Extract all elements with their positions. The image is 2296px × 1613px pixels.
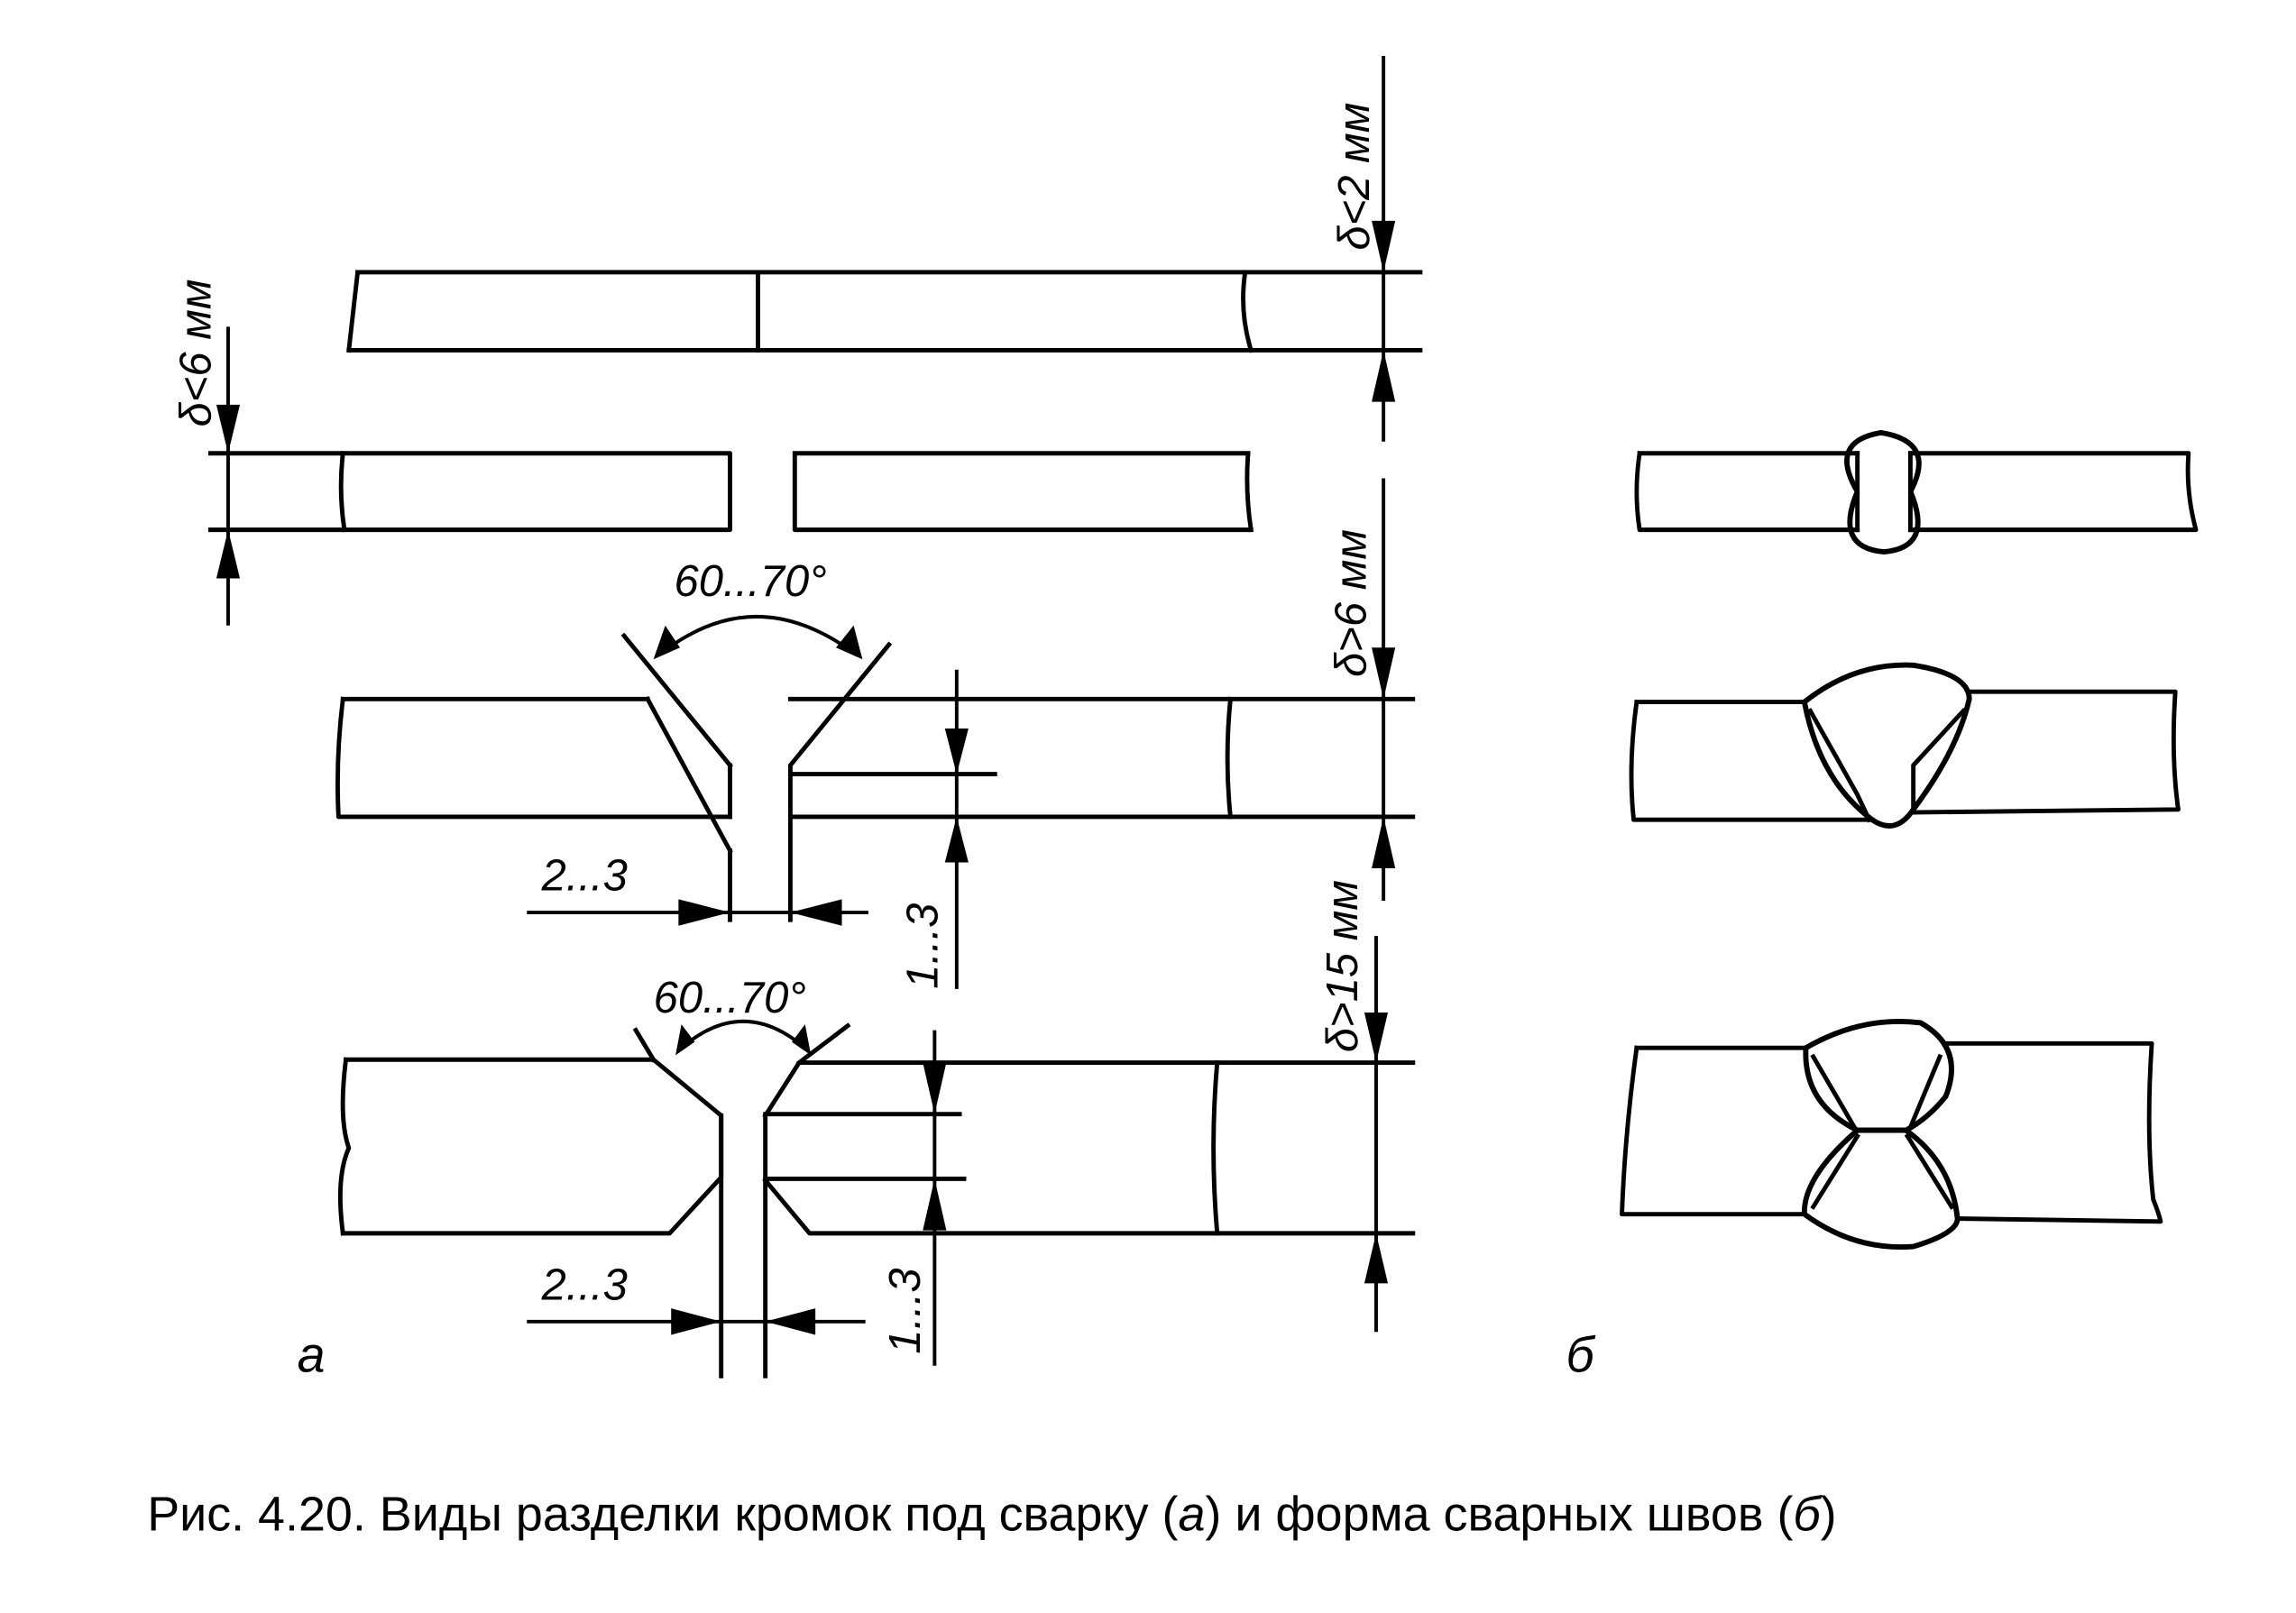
figure-caption: Рис. 4.20. Виды разделки кромок под свар…	[147, 1488, 1836, 1542]
label-v-groove-thickness: δ>6 мм	[1327, 529, 1376, 677]
caption-prefix: Рис. 4.20.	[147, 1488, 366, 1542]
weld-x-groove	[1620, 1019, 2163, 1250]
weld-v-groove	[1629, 662, 2181, 829]
label-v-groove-root-face: 1...3	[899, 903, 948, 989]
label-v-groove-gap: 2...3	[541, 852, 628, 901]
part-a-label: а	[298, 1326, 326, 1382]
dimension-v-groove-thickness: δ>6 мм	[1327, 478, 1396, 901]
caption-text: Виды разделки кромок под сварку (	[380, 1488, 1179, 1542]
dimension-square-butt: δ<6 мм	[171, 280, 241, 626]
dimension-x-groove-root-face: 1...3	[881, 1030, 947, 1366]
weld-square-butt	[1634, 429, 2199, 555]
dimension-x-groove-thickness: δ>15 мм	[1318, 880, 1389, 1333]
caption-end: )	[1821, 1488, 1837, 1542]
dimension-x-groove-gap: 2...3	[527, 1260, 866, 1335]
label-x-groove-root-face: 1...3	[881, 1268, 930, 1353]
dimension-v-groove-root-face: 1...3	[899, 669, 969, 989]
dimension-thin-butt: δ<2 мм	[1330, 56, 1396, 442]
caption-b: б	[1793, 1488, 1822, 1542]
label-thin-butt-thickness: δ<2 мм	[1330, 103, 1379, 251]
x-groove-joint: 60...70°	[337, 974, 1416, 1379]
label-square-butt-thickness: δ<6 мм	[171, 280, 220, 427]
v-groove-joint: 60...70°	[335, 557, 1416, 922]
label-v-groove-angle: 60...70°	[674, 557, 826, 606]
caption-a: а	[1178, 1488, 1205, 1542]
part-b-label: б	[1566, 1326, 1596, 1382]
thin-butt-joint	[346, 270, 1423, 353]
label-x-groove-thickness: δ>15 мм	[1318, 880, 1367, 1052]
label-x-groove-angle: 60...70°	[654, 974, 806, 1022]
label-x-groove-gap: 2...3	[541, 1260, 628, 1309]
dimension-v-groove-gap: 2...3	[527, 852, 868, 926]
square-butt-joint	[207, 451, 1254, 533]
caption-mid: ) и форма сварных швов (	[1205, 1488, 1793, 1542]
